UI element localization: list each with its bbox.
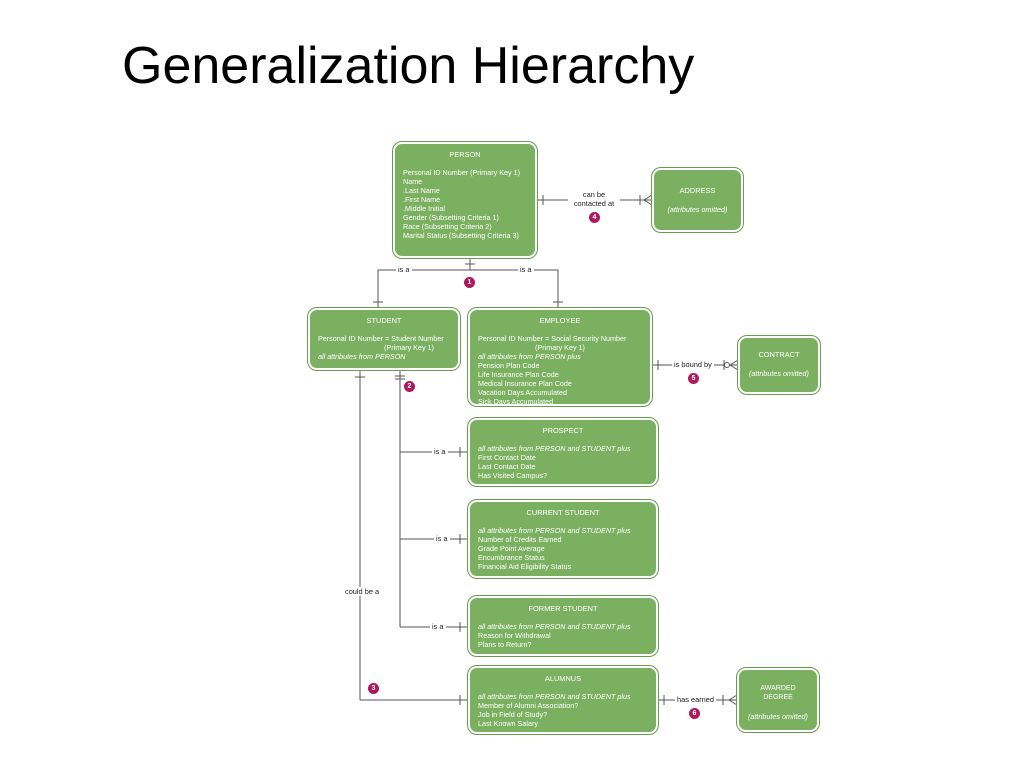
person-attr: Gender (Subsetting Criteria 1) — [403, 213, 499, 222]
current-student-attr: Financial Aid Eligibility Status — [478, 562, 572, 571]
label-is-a: is a — [396, 265, 412, 274]
person-attr: .Middle Initial — [403, 204, 445, 213]
entity-address-note: (attributes omitted) — [667, 205, 728, 214]
badge-number: 5 — [688, 373, 699, 384]
former-student-attr: Reason for Withdrawal — [478, 631, 551, 640]
current-student-attr: Encumbrance Status — [478, 553, 545, 562]
employee-attr: (Primary Key 1) — [535, 343, 585, 352]
entity-current-student: CURRENT STUDENT all attributes from PERS… — [467, 499, 659, 579]
alumnus-inherited: all attributes from PERSON and STUDENT p… — [478, 692, 631, 701]
employee-attr: Sick Days Accumulated — [478, 397, 554, 406]
label-line: can be — [582, 190, 606, 199]
alumnus-attr: Member of Alumni Association? — [478, 701, 579, 710]
badge-number: 3 — [368, 683, 379, 694]
entity-student: STUDENT Personal ID Number = Student Num… — [307, 307, 461, 371]
current-student-inherited: all attributes from PERSON and STUDENT p… — [478, 526, 631, 535]
entity-former-student: FORMER STUDENT all attributes from PERSO… — [467, 595, 659, 657]
label-could-be-a: could be a — [343, 587, 382, 596]
person-attr: Personal ID Number (Primary Key 1) — [403, 168, 521, 177]
employee-attr: Vacation Days Accumulated — [478, 388, 567, 397]
prospect-attr: Last Contact Date — [478, 462, 536, 471]
badge-number: 6 — [689, 708, 700, 719]
person-attr: Name — [403, 177, 423, 186]
prospect-attr: First Contact Date — [478, 453, 536, 462]
entity-alumnus: ALUMNUS all attributes from PERSON and S… — [467, 665, 659, 735]
label-is-a: is a — [430, 622, 446, 631]
entity-current-student-name: CURRENT STUDENT — [526, 508, 600, 517]
employee-attr: Medical Insurance Plan Code — [478, 379, 572, 388]
badge-number: 4 — [589, 212, 600, 223]
entity-alumnus-name: ALUMNUS — [544, 674, 582, 683]
person-attr: Race (Subsetting Criteria 2) — [403, 222, 492, 231]
person-attr: .First Name — [403, 195, 441, 204]
label-is-a: is a — [432, 447, 448, 456]
entity-person: PERSON Personal ID Number (Primary Key 1… — [392, 141, 538, 259]
entity-contract-note: (attributes omitted) — [749, 369, 809, 378]
entity-employee-name: EMPLOYEE — [539, 316, 581, 325]
entity-address: ADDRESS (attributes omitted) — [651, 167, 744, 233]
student-attr: Personal ID Number = Student Number — [318, 334, 444, 343]
student-inherited: all attributes from PERSON — [318, 352, 406, 361]
label-is-bound-by: is bound by — [672, 360, 714, 369]
employee-attr: Life Insurance Plan Code — [478, 370, 559, 379]
current-student-attr: Number of Credits Earned — [478, 535, 562, 544]
entity-person-name: PERSON — [449, 150, 481, 159]
employee-attr: Pension Plan Code — [478, 361, 540, 370]
badge-number: 2 — [404, 381, 415, 392]
employee-inherited: all attributes from PERSON plus — [478, 352, 581, 361]
entity-awarded-degree-name: AWARDED DEGREE — [760, 685, 796, 701]
student-attr: (Primary Key 1) — [384, 343, 434, 352]
entity-contract: CONTRACT (attributes omitted) — [737, 335, 821, 395]
label-is-a: is a — [434, 534, 450, 543]
employee-attr: Personal ID Number = Social Security Num… — [478, 334, 627, 343]
page-title: Generalization Hierarchy — [122, 37, 695, 95]
entity-prospect-name: PROSPECT — [542, 426, 584, 435]
prospect-attr: Has Visited Campus? — [478, 471, 547, 480]
label-is-a: is a — [518, 265, 534, 274]
alumnus-attr: Last Known Salary — [478, 719, 538, 728]
former-student-attr: Plans to Return? — [478, 640, 532, 649]
person-attr: .Last Name — [403, 186, 440, 195]
entity-contract-name: CONTRACT — [758, 350, 800, 359]
entity-employee: EMPLOYEE Personal ID Number = Social Sec… — [467, 307, 653, 407]
person-attr: Marital Status (Subsetting Criteria 3) — [403, 231, 519, 240]
entity-awarded-degree: AWARDED DEGREE (attributes omitted) — [736, 667, 820, 733]
entity-awarded-degree-note: (attributes omitted) — [748, 712, 808, 721]
former-student-inherited: all attributes from PERSON and STUDENT p… — [478, 622, 631, 631]
label-line: contacted at — [573, 199, 615, 208]
prospect-inherited: all attributes from PERSON and STUDENT p… — [478, 444, 631, 453]
label-can-be-contacted-at: can be contacted at — [568, 190, 620, 208]
label-has-earned: has earned — [675, 695, 716, 704]
entity-address-name: ADDRESS — [679, 186, 716, 195]
badge-number: 1 — [464, 277, 475, 288]
entity-prospect: PROSPECT all attributes from PERSON and … — [467, 417, 659, 487]
entity-student-name: STUDENT — [366, 316, 402, 325]
alumnus-attr: Job in Field of Study? — [478, 710, 548, 719]
current-student-attr: Grade Point Average — [478, 544, 545, 553]
entity-former-student-name: FORMER STUDENT — [528, 604, 598, 613]
